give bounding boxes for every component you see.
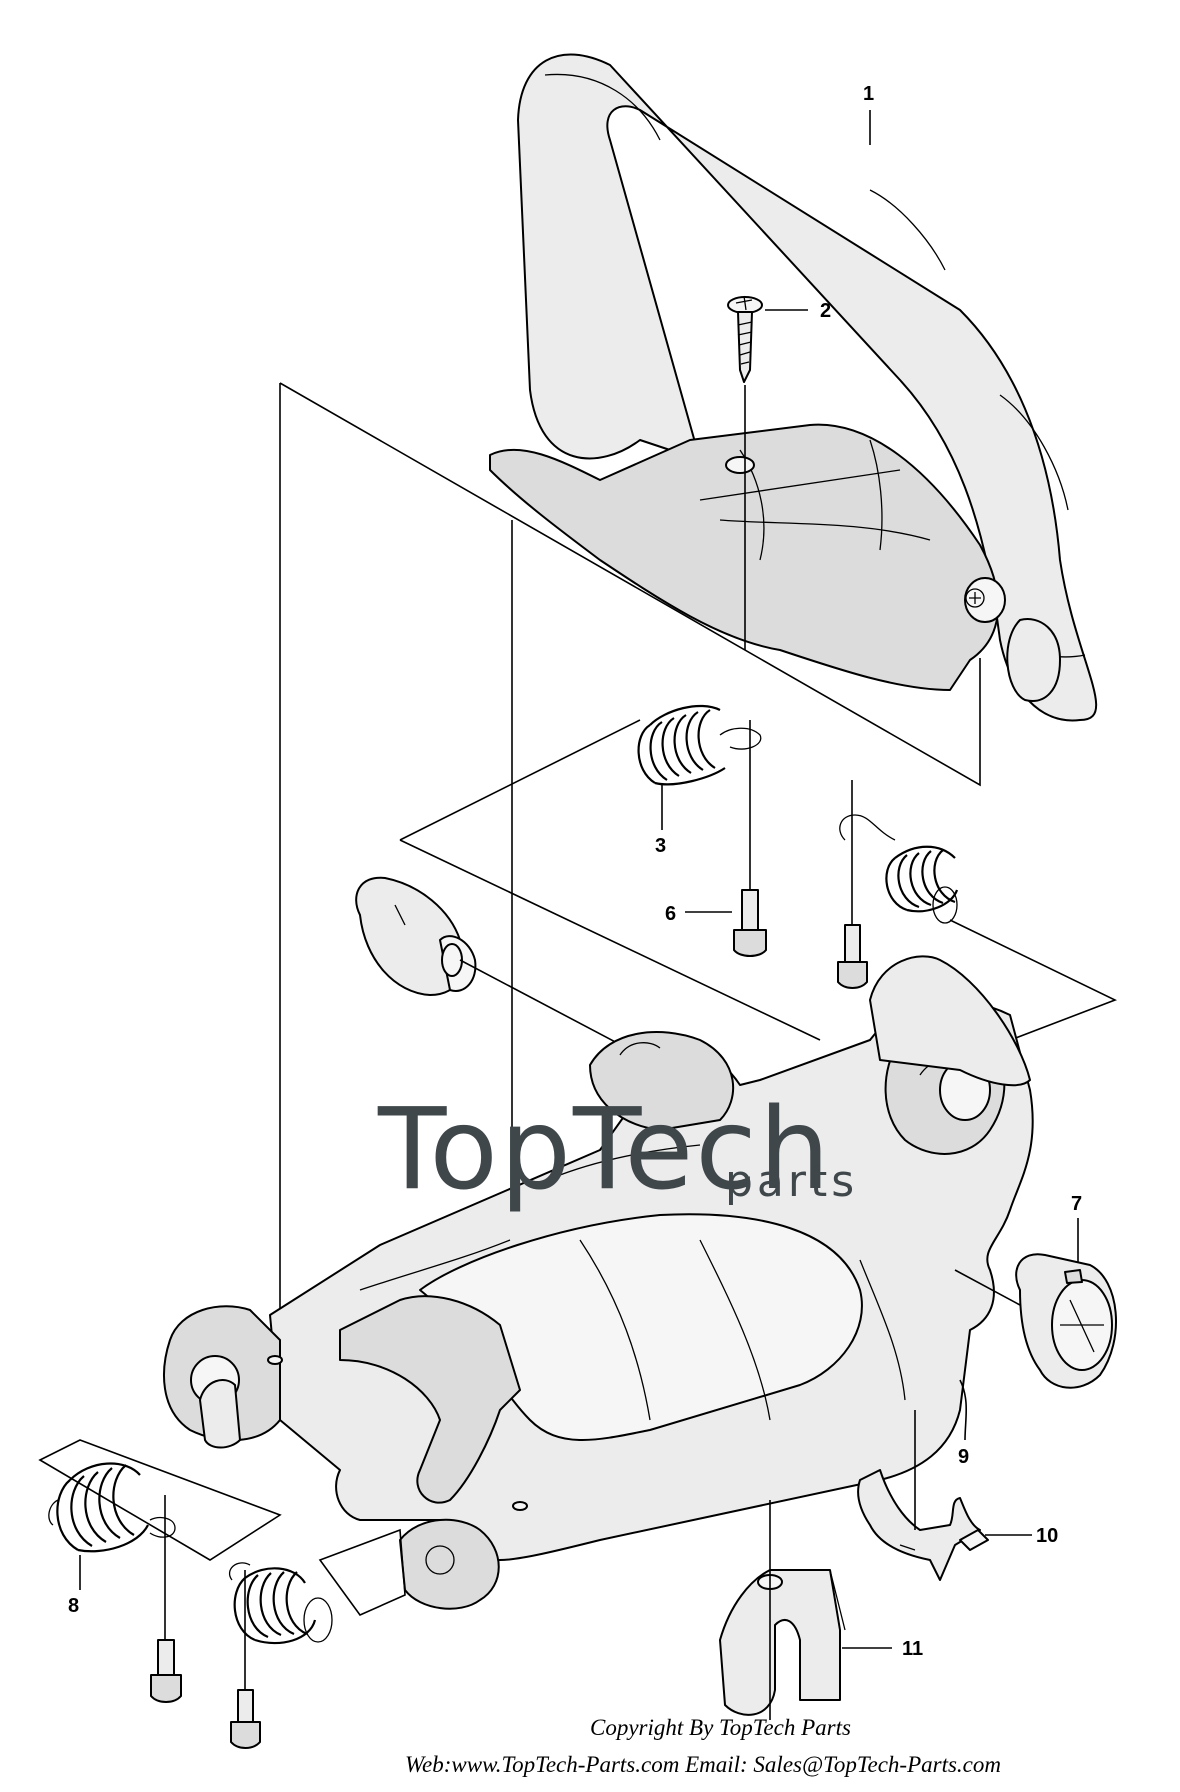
- part-3-spring-upper-left: [637, 705, 762, 786]
- watermark-brand: TopTech: [377, 1085, 832, 1215]
- callout-10: 11: [902, 1638, 923, 1660]
- callout-2: 2: [820, 300, 831, 322]
- callout-1: 1: [863, 83, 874, 105]
- part-9-clip: [857, 1469, 989, 1581]
- part-10-hook: [719, 1569, 846, 1716]
- guide-plane-top: [279, 382, 981, 787]
- copyright-text: Copyright By TopTech Parts: [590, 1715, 851, 1740]
- guide-plane-springs-2: [399, 839, 821, 1041]
- part-bolt-right: [837, 924, 868, 989]
- part-spring-lower-middle: [228, 1562, 333, 1645]
- part-bolt-lower-middle: [230, 1689, 261, 1749]
- guide-plane-lower-mid: [318, 1528, 406, 1616]
- leader-8: [959, 1379, 968, 1441]
- callout-7: 7: [1071, 1193, 1082, 1215]
- part-6-bolt: [733, 889, 767, 957]
- part-2-screw: [727, 295, 763, 383]
- guide-plane-springs: [399, 719, 641, 841]
- contact-text: Web:www.TopTech-Parts.com Email: Sales@T…: [405, 1752, 1001, 1777]
- callout-11: 8: [68, 1595, 79, 1617]
- part-1-handle: [489, 53, 1098, 722]
- part-7-cap: [1015, 1253, 1117, 1389]
- part-8-base-frame: [163, 955, 1034, 1610]
- callout-8: 9: [958, 1446, 969, 1468]
- part-11-spring-lower-left: [48, 1462, 176, 1553]
- part-bolt-lower-left: [150, 1639, 182, 1703]
- callout-6: 6: [665, 903, 676, 925]
- callout-9: 10: [1036, 1525, 1058, 1547]
- callout-3: 3: [655, 835, 666, 857]
- watermark-suffix: parts: [725, 1156, 858, 1207]
- guide-plane-lower-left: [38, 1439, 282, 1561]
- watermark-logo: TopTech parts: [377, 1085, 858, 1215]
- part-buffer-upper-left: [355, 876, 477, 996]
- part-spring-upper-right: [839, 814, 959, 924]
- guide-cap: [954, 1269, 1021, 1306]
